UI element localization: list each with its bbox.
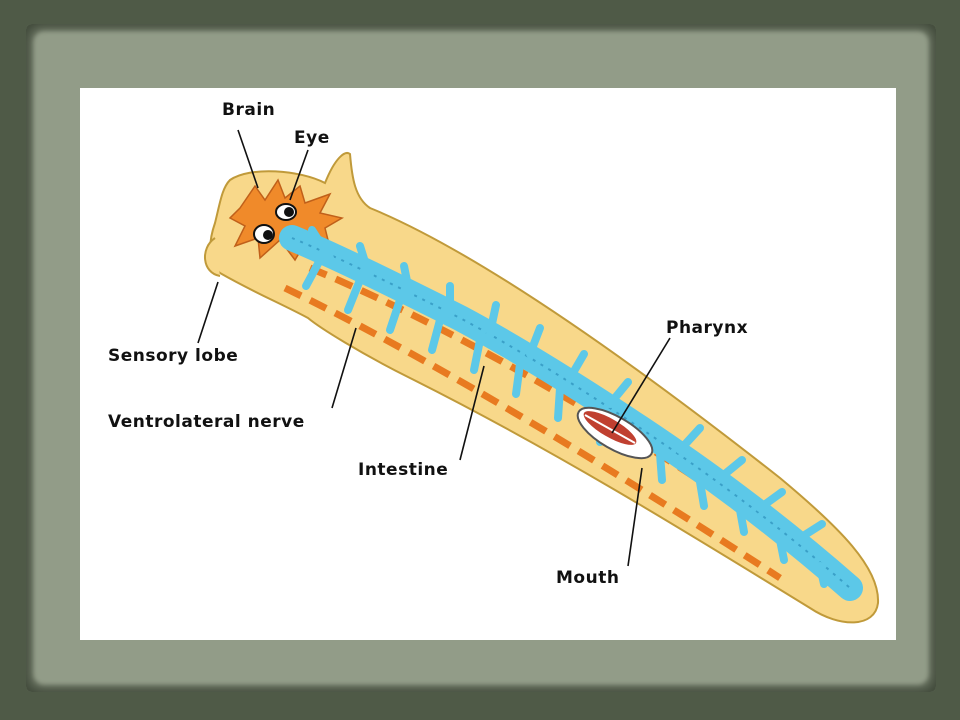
label-intestine: Intestine <box>358 460 449 480</box>
sensory-lobe-shape <box>204 237 221 277</box>
label-mouth: Mouth <box>556 568 620 588</box>
planarian-diagram: Brain Eye Sensory lobe Ventrolateral ner… <box>80 88 896 640</box>
ventrolateral-nerve-lower <box>283 284 782 581</box>
label-brain: Brain <box>222 100 276 120</box>
label-sensory-lobe: Sensory lobe <box>108 346 239 366</box>
leader-lines <box>197 129 671 567</box>
label-ventrolateral-nerve: Ventrolateral nerve <box>108 412 305 432</box>
planarian-illustration <box>197 129 880 624</box>
label-pharynx: Pharynx <box>666 318 749 338</box>
ventrolateral-nerve-upper <box>308 264 803 551</box>
label-eye: Eye <box>294 128 330 148</box>
